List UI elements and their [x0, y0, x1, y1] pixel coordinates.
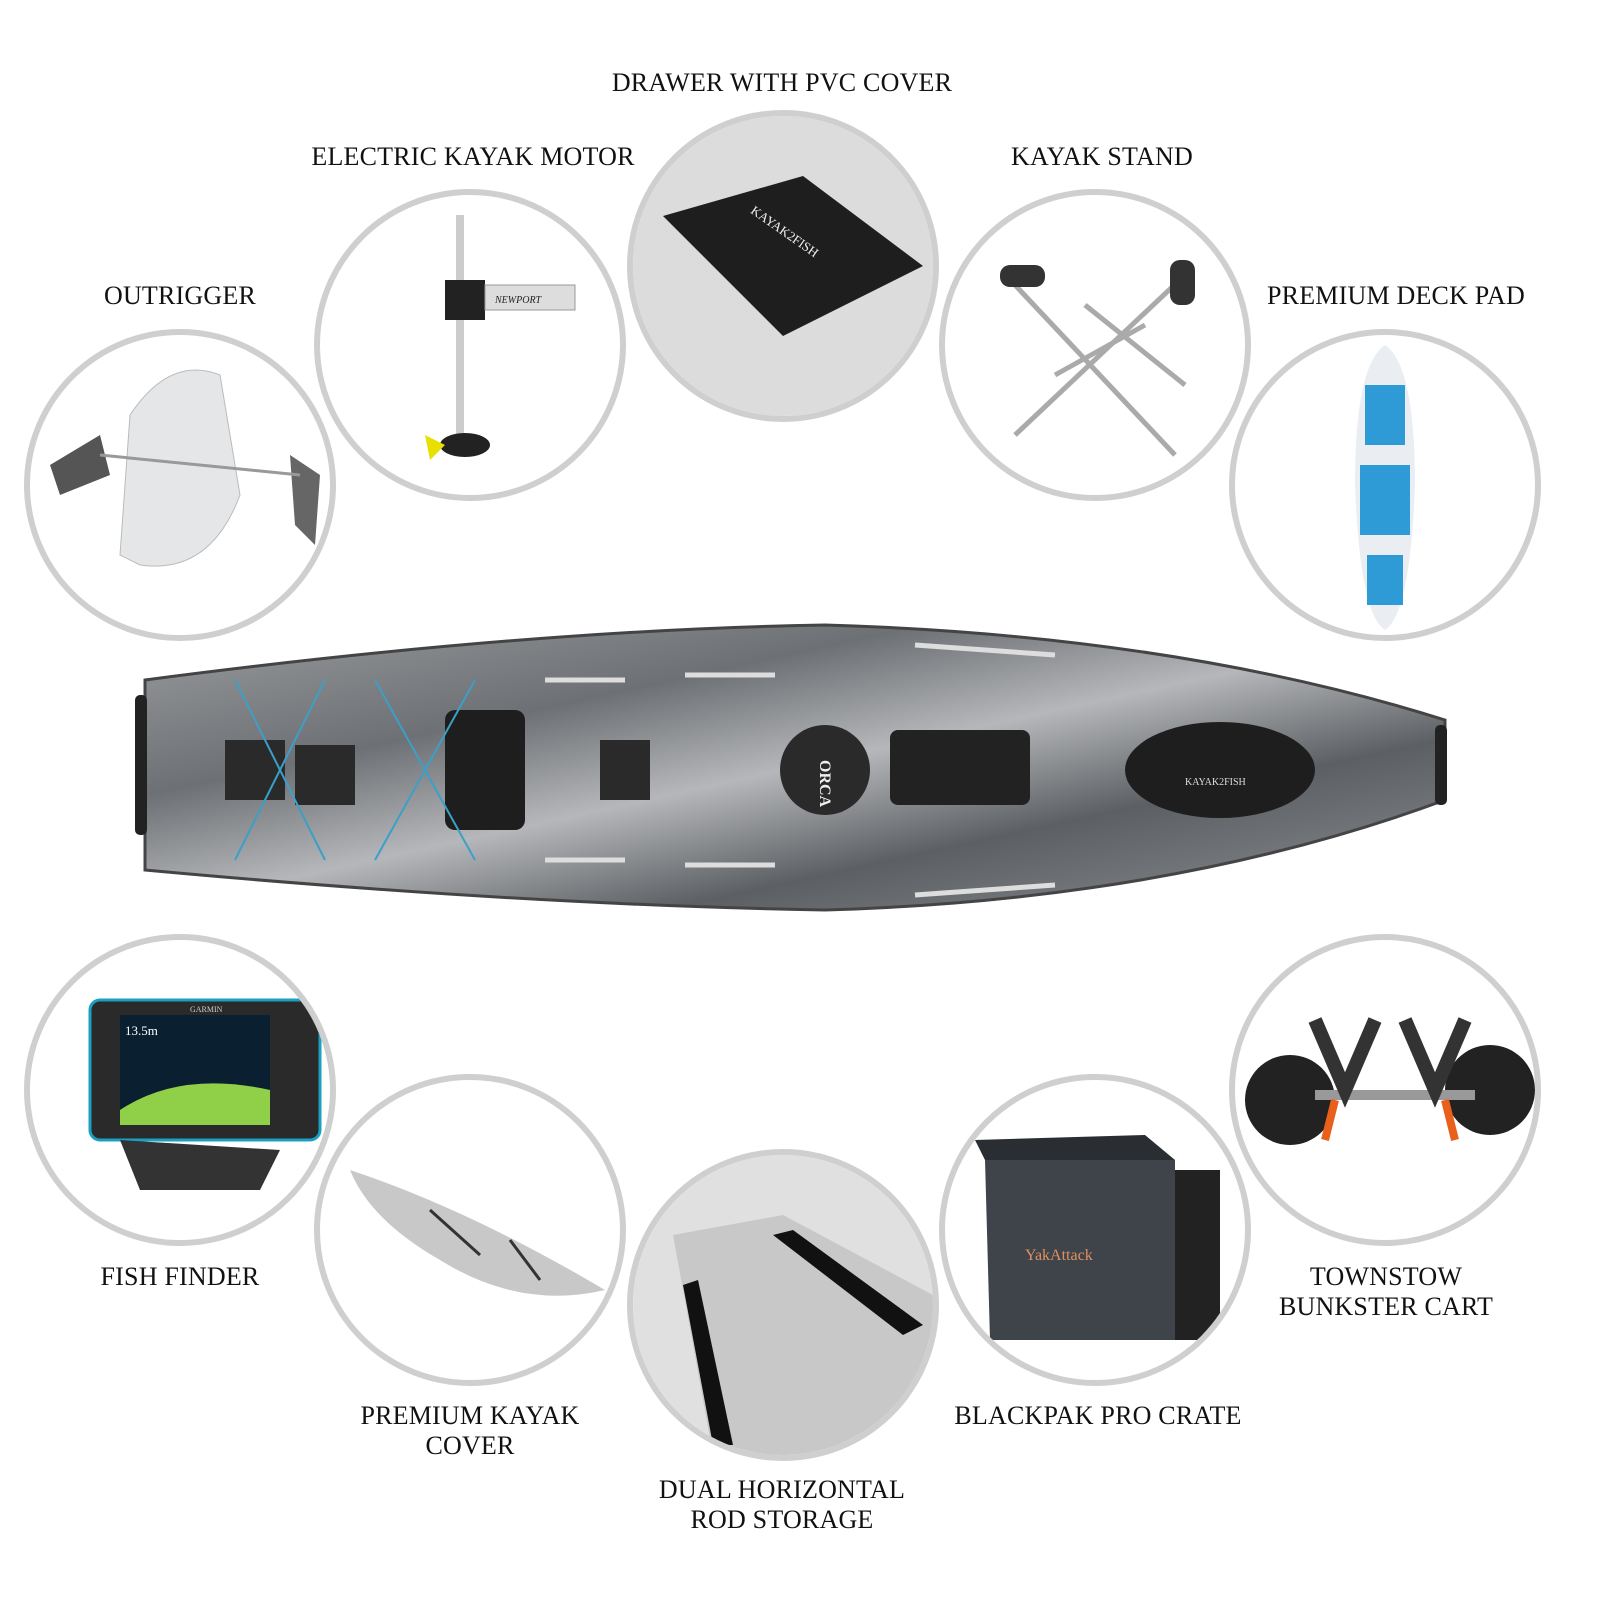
fish-finder-brand: GARMIN	[190, 1005, 223, 1014]
outrigger-image	[24, 329, 336, 641]
electric-motor-image: NEWPORT	[314, 189, 626, 501]
label-kayak-stand: KAYAK STAND	[1011, 142, 1193, 171]
motor-brand: NEWPORT	[494, 295, 543, 306]
crate-brand: YakAttack	[1025, 1247, 1093, 1264]
deck-pad-image	[1229, 329, 1541, 641]
label-line: PREMIUM KAYAK	[360, 1401, 580, 1430]
label-outrigger: OUTRIGGER	[103, 281, 256, 310]
kayak-stand-image	[939, 189, 1251, 501]
label-line: DUAL HORIZONTAL	[658, 1475, 906, 1504]
cart-image	[1229, 934, 1541, 1246]
label-crate: BLACKPAK PRO CRATE	[954, 1401, 1242, 1430]
label-deck-pad: PREMIUM DECK PAD	[1267, 281, 1525, 310]
label-electric-motor: ELECTRIC KAYAK MOTOR	[311, 142, 635, 171]
kayak-top-view: ORCA KAYAK2FISH	[135, 623, 1447, 912]
crate-image: YakAttack	[939, 1074, 1251, 1386]
label-drawer: DRAWER WITH PVC COVER	[611, 68, 953, 97]
kayak-cover-image	[314, 1074, 626, 1386]
label-fish-finder: FISH FINDER	[100, 1262, 260, 1291]
rod-storage-image	[627, 1149, 939, 1461]
seat-logo: ORCA	[816, 760, 833, 808]
label-line: ROD STORAGE	[690, 1505, 874, 1534]
drawer-image: KAYAK2FISH	[627, 110, 939, 422]
fish-finder-image: 13.5m GARMIN	[24, 934, 336, 1246]
label-line: COVER	[425, 1431, 515, 1460]
fish-finder-reading: 13.5m	[125, 1023, 158, 1038]
label-line: TOWNSTOW	[1309, 1262, 1463, 1291]
hatch-brand: KAYAK2FISH	[1185, 777, 1246, 788]
label-line: BUNKSTER CART	[1278, 1292, 1494, 1321]
